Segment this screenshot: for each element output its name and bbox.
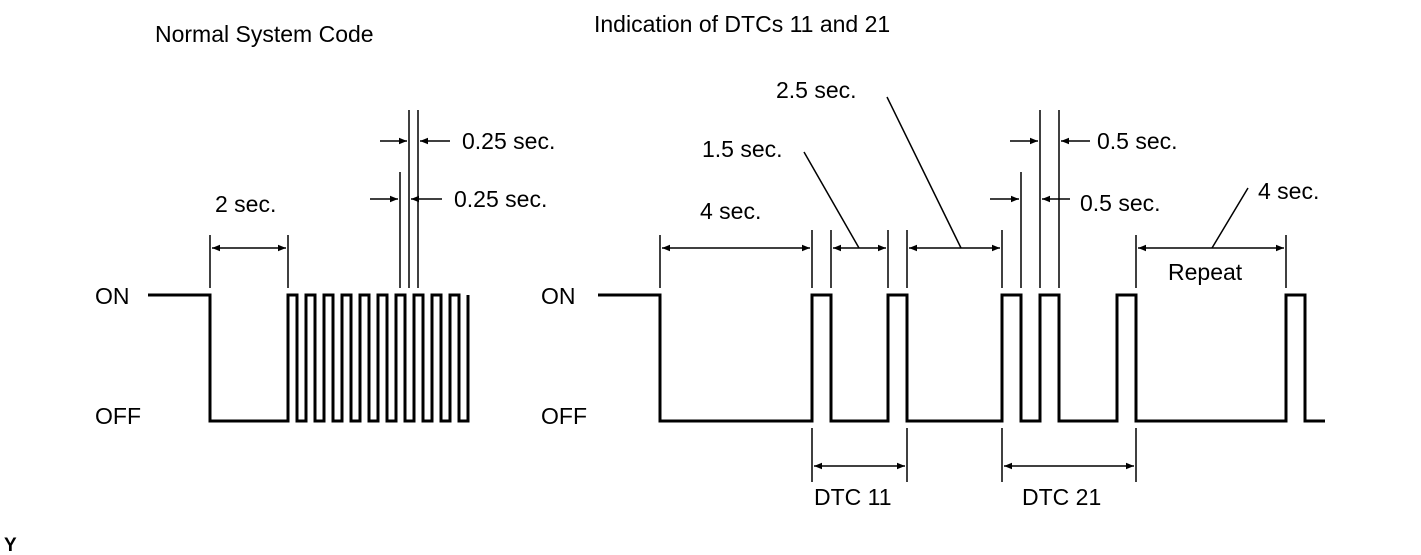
right-off-label: OFF: [541, 403, 587, 429]
dim-2sec-label: 2 sec.: [215, 191, 276, 217]
dim-1-5sec-label: 1.5 sec.: [702, 136, 783, 162]
dim-025-top-label: 0.25 sec.: [462, 128, 555, 154]
left-off-label: OFF: [95, 403, 141, 429]
repeat-label: Repeat: [1168, 259, 1243, 285]
dtc-indication-title: Indication of DTCs 11 and 21: [594, 11, 890, 37]
leader-line-4sec-repeat: [1211, 187, 1249, 249]
dim-4sec-first-label: 4 sec.: [700, 198, 761, 224]
normal-code-title: Normal System Code: [155, 21, 374, 47]
dtc11-label: DTC 11: [814, 484, 892, 510]
dim-4sec-repeat-label: 4 sec.: [1258, 178, 1319, 204]
leader-line-2-5sec: [886, 96, 962, 249]
corner-mark: Y: [4, 535, 17, 555]
dtc-code-waveform: [598, 293, 1325, 423]
leader-line-1-5sec: [803, 151, 860, 249]
right-on-label: ON: [541, 283, 576, 309]
left-on-label: ON: [95, 283, 130, 309]
dim-05-bottom-label: 0.5 sec.: [1080, 190, 1161, 216]
normal-code-waveform: [148, 293, 470, 423]
dtc21-label: DTC 21: [1022, 484, 1101, 510]
dim-2-5sec-label: 2.5 sec.: [776, 77, 857, 103]
dim-05-top-label: 0.5 sec.: [1097, 128, 1178, 154]
dim-025-bottom-label: 0.25 sec.: [454, 186, 547, 212]
